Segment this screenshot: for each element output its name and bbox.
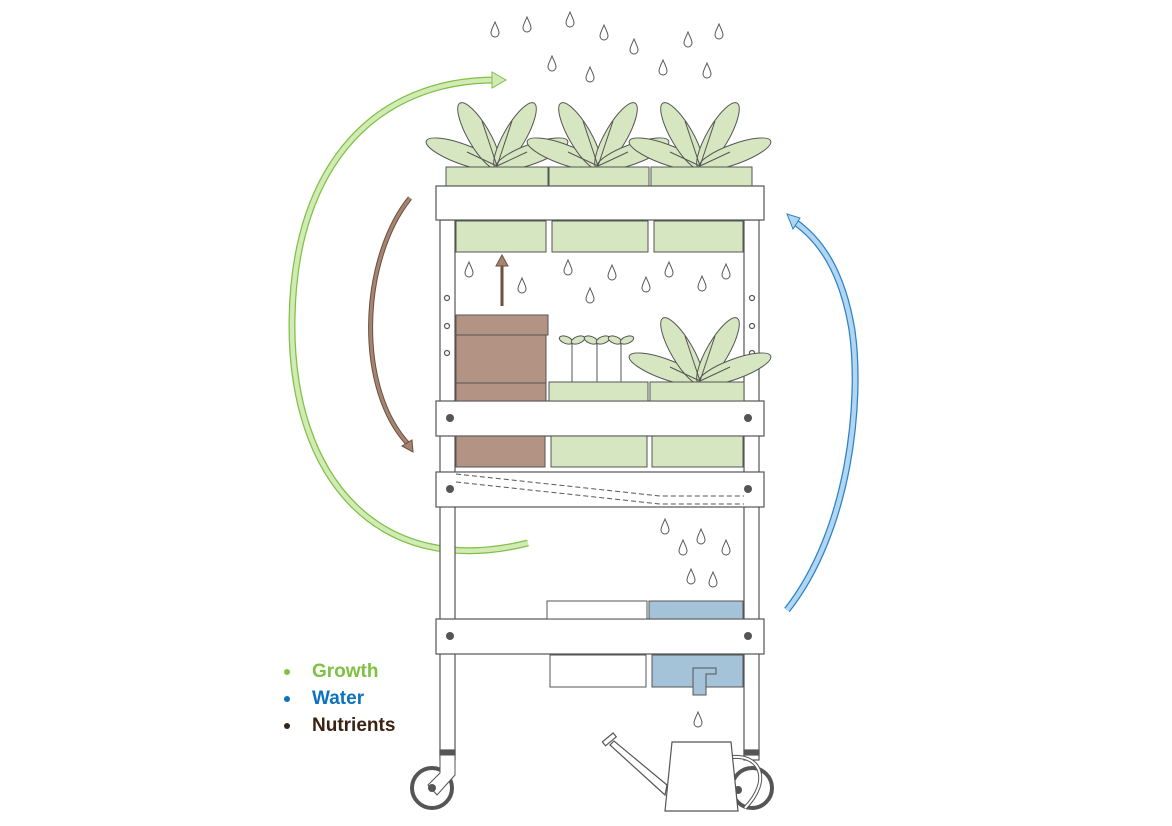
water-drop-icon bbox=[517, 277, 527, 294]
water-drop-icon bbox=[660, 518, 670, 535]
drain-channel bbox=[455, 473, 744, 505]
legend-item-water: Water bbox=[284, 685, 395, 712]
legend-item-growth: Growth bbox=[284, 658, 395, 685]
water-drop-icon bbox=[686, 568, 696, 585]
compost-bin bbox=[455, 314, 549, 468]
water-drop-icon bbox=[721, 263, 731, 280]
water-drop-icon bbox=[607, 264, 617, 281]
water-drop-icon bbox=[693, 711, 703, 728]
nutrient-up-arrow bbox=[495, 253, 509, 306]
watering-can bbox=[601, 732, 763, 812]
water-tanks bbox=[546, 600, 744, 696]
legend-item-nutrients: Nutrients bbox=[284, 712, 395, 739]
water-drop-icon bbox=[464, 261, 474, 278]
water-drop-icon bbox=[565, 11, 575, 28]
water-drop-icon bbox=[641, 276, 651, 293]
water-drop-icon bbox=[585, 287, 595, 304]
bullet-icon bbox=[284, 722, 290, 729]
legend-label: Nutrients bbox=[312, 715, 396, 736]
legend-label: Water bbox=[312, 688, 365, 709]
top-planters bbox=[422, 97, 775, 187]
hanging-planters bbox=[455, 220, 744, 253]
water-drop-icon bbox=[696, 528, 706, 545]
water-drop-icon bbox=[563, 259, 573, 276]
bullet-icon bbox=[284, 668, 290, 675]
middle-planters bbox=[548, 312, 775, 468]
legend-label: Growth bbox=[312, 661, 379, 682]
water-drop-icon bbox=[490, 21, 500, 38]
water-drop-icon bbox=[714, 23, 724, 40]
water-drop-icon bbox=[522, 16, 532, 33]
water-drop-icon bbox=[585, 66, 595, 83]
legend: Growth Water Nutrients bbox=[284, 658, 395, 739]
water-drop-icon bbox=[678, 539, 688, 556]
nutrient-arrow bbox=[368, 196, 414, 453]
water-drop-icon bbox=[629, 38, 639, 55]
bolts bbox=[446, 414, 752, 640]
water-drop-icon bbox=[683, 31, 693, 48]
water-drop-icon bbox=[708, 571, 718, 588]
shelves bbox=[435, 185, 765, 655]
water-drop-icon bbox=[664, 261, 674, 278]
water-drop-icon bbox=[697, 275, 707, 292]
water-drop-icon bbox=[702, 62, 712, 79]
water-drop-icon bbox=[547, 55, 557, 72]
wheel-left bbox=[410, 754, 456, 810]
water-drop-icon bbox=[658, 59, 668, 76]
growth-arrow bbox=[288, 71, 529, 555]
bullet-icon bbox=[284, 695, 290, 702]
water-drop-icon bbox=[721, 539, 731, 556]
water-drop-icon bbox=[599, 24, 609, 41]
water-arrow bbox=[784, 213, 859, 613]
